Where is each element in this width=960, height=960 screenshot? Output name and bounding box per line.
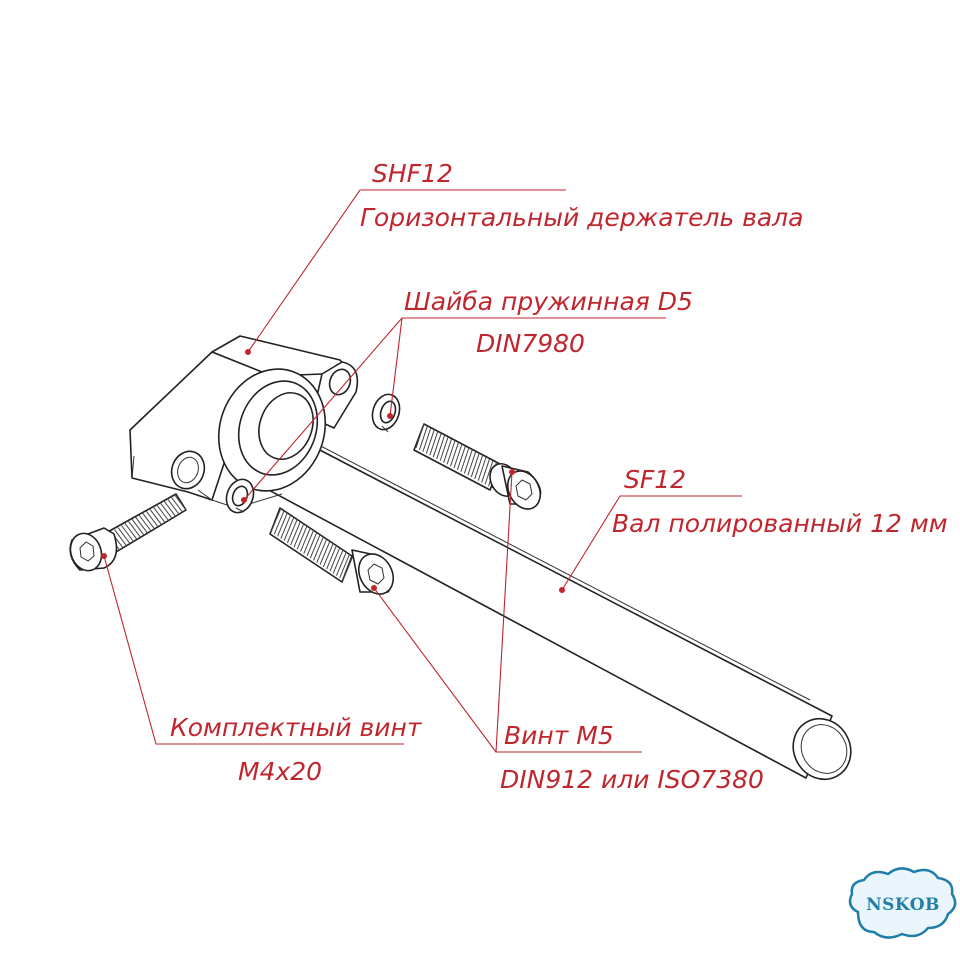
thread-line (332, 549, 344, 574)
thread-line (316, 538, 328, 563)
thread-line (322, 542, 334, 568)
thread-line (131, 518, 145, 536)
thread-line (124, 523, 138, 540)
thread-line (432, 432, 442, 458)
washer-std-label: DIN7980 (476, 329, 585, 358)
thread-line (319, 540, 331, 565)
thread-line (326, 544, 338, 570)
thread-line (463, 449, 473, 474)
thread-line (159, 502, 173, 519)
thread-line (135, 516, 148, 534)
thread-line (474, 454, 484, 480)
thread-line (277, 512, 289, 537)
thread-line (138, 514, 152, 532)
thread-line (415, 423, 425, 449)
shaft-name-label: Вал полированный 12 мм (612, 509, 948, 538)
thread-line (170, 495, 183, 513)
thread-line (481, 458, 491, 483)
thread-line (470, 452, 480, 478)
thread-line (429, 431, 439, 456)
thread-line (145, 510, 159, 528)
thread-line (467, 451, 477, 476)
thread-line (293, 523, 305, 548)
screw-m5-upper (413, 423, 542, 510)
thread-line (422, 427, 432, 452)
thread-line (443, 438, 453, 463)
thread-line (142, 512, 155, 530)
thread-line (114, 529, 127, 547)
thread-line (446, 440, 456, 465)
thread-line (290, 520, 302, 546)
thread-line (149, 508, 162, 526)
logo-text: NSKOB (866, 895, 940, 915)
thread-line (335, 551, 347, 576)
thread-line (283, 516, 295, 541)
thread-line (329, 547, 341, 572)
thread-line (309, 533, 321, 559)
nskob-logo: NSKOB (848, 867, 957, 939)
thread-line (121, 525, 134, 542)
thread-line (173, 493, 187, 511)
thread-line (456, 445, 466, 470)
shaft-code-label: SF12 (624, 465, 686, 494)
holder-code-label: SHF12 (372, 159, 453, 188)
thread-line (460, 447, 470, 472)
thread-line (156, 504, 169, 521)
thread-line (425, 429, 435, 454)
thread-line (450, 442, 460, 467)
kit-screw-size-label: M4x20 (238, 757, 322, 786)
thread-line (117, 527, 131, 544)
thread-line (339, 553, 351, 579)
thread-line (303, 529, 315, 555)
thread-line (313, 536, 325, 561)
thread-line (270, 507, 282, 533)
washer-name-label: Шайба пружинная D5 (404, 287, 693, 316)
kit-screw-name-label: Комплектный винт (170, 713, 423, 742)
thread-line (477, 456, 487, 481)
thread-line (439, 436, 449, 461)
screw-m4x20 (69, 493, 187, 572)
thread-line (286, 518, 298, 544)
holder-name-label: Горизонтальный держатель вала (360, 203, 803, 232)
thread-line (436, 434, 446, 460)
thread-line (418, 425, 428, 450)
thread-line (152, 506, 166, 523)
holder-shf12 (129, 335, 359, 509)
thread-line (280, 514, 292, 539)
thread-line (166, 497, 180, 515)
thread-line (453, 443, 463, 469)
thread-line (163, 499, 176, 517)
spring-washer-d5 (371, 393, 401, 433)
thread-line (342, 555, 354, 581)
thread-line (299, 527, 311, 552)
thread-line (128, 520, 141, 538)
thread-line (306, 531, 318, 557)
m5-screw-name-label: Винт M5 (504, 721, 614, 750)
thread-line (296, 525, 308, 550)
screw-m5-lower (269, 507, 395, 595)
thread-line (484, 460, 494, 485)
m5-screw-std-label: DIN912 или ISO7380 (500, 765, 764, 794)
leader-lines (101, 189, 742, 753)
thread-line (273, 509, 285, 535)
